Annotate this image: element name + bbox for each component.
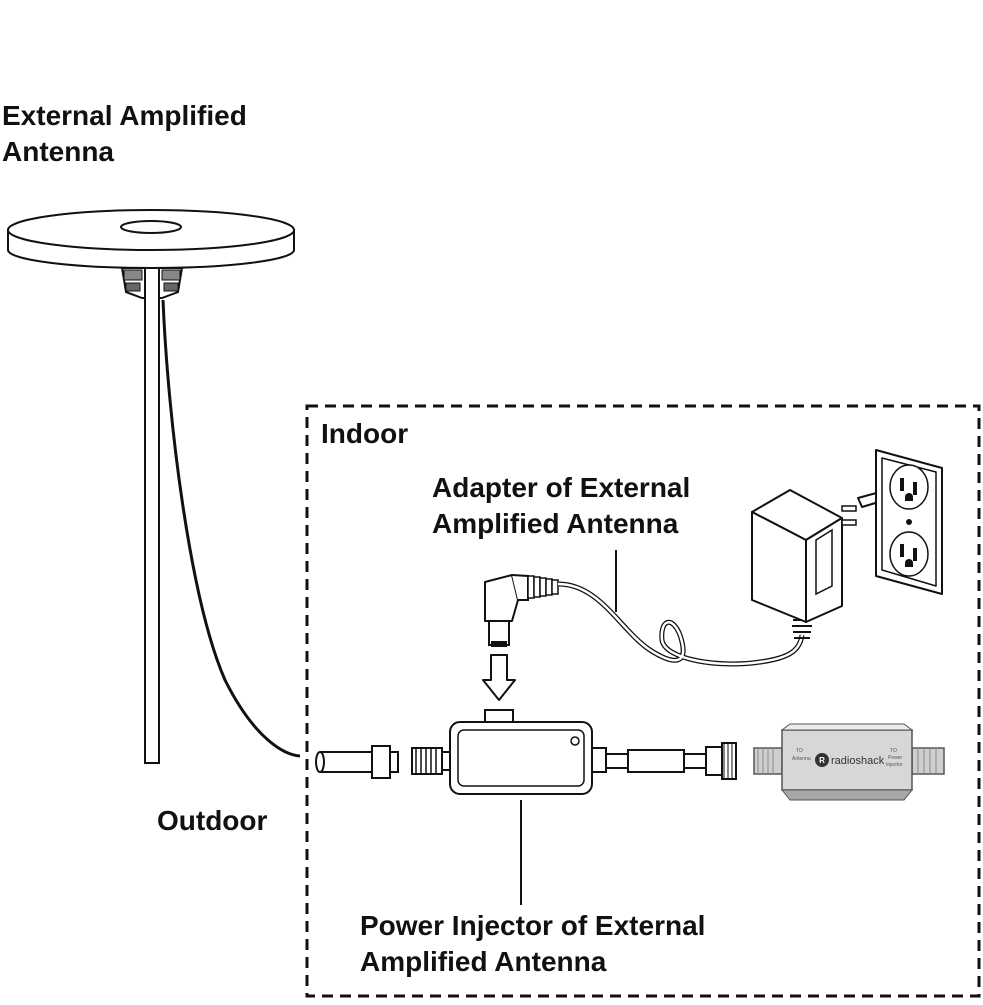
ac-adapter	[751, 489, 857, 623]
dc-plug	[484, 574, 559, 647]
power-injector-box	[449, 709, 607, 795]
antenna-title-line-2: Antenna	[2, 136, 114, 167]
coax-output-cable	[606, 742, 737, 780]
device-port-right-line-3: Injector	[886, 762, 903, 768]
injector-label-line-1: Power Injector of External	[360, 910, 706, 941]
antenna-title-line-1: External Amplified	[2, 100, 247, 131]
adapter-label-line-1: Adapter of External	[432, 472, 691, 503]
device-port-right-line-2: Power	[888, 755, 903, 761]
antenna-disc	[7, 209, 295, 269]
down-arrow-icon	[482, 654, 516, 701]
device-brand: radioshack	[831, 755, 885, 767]
injector-label-line-2: Amplified Antenna	[360, 946, 607, 977]
outdoor-label: Outdoor	[157, 805, 268, 836]
device-port-right-line-1: TO	[890, 748, 897, 754]
coax-input-cable	[315, 745, 399, 779]
injector-label: Power Injector of External Amplified Ant…	[360, 908, 705, 980]
wall-outlet	[875, 449, 943, 595]
f-connector-threaded	[411, 747, 453, 775]
antenna-pole	[144, 267, 160, 764]
radioshack-device: R radioshack TO Antenna TO Power Injecto…	[753, 723, 945, 801]
device-port-left-line-2: Antenna	[792, 756, 811, 762]
svg-text:R: R	[819, 756, 825, 765]
adapter-label-line-2: Amplified Antenna	[432, 508, 679, 539]
indoor-label: Indoor	[321, 418, 409, 449]
adapter-label: Adapter of External Amplified Antenna	[432, 470, 690, 542]
device-port-left-line-1: TO	[796, 748, 803, 754]
antenna-title: External Amplified Antenna	[2, 98, 247, 170]
antenna-cable	[161, 299, 301, 758]
